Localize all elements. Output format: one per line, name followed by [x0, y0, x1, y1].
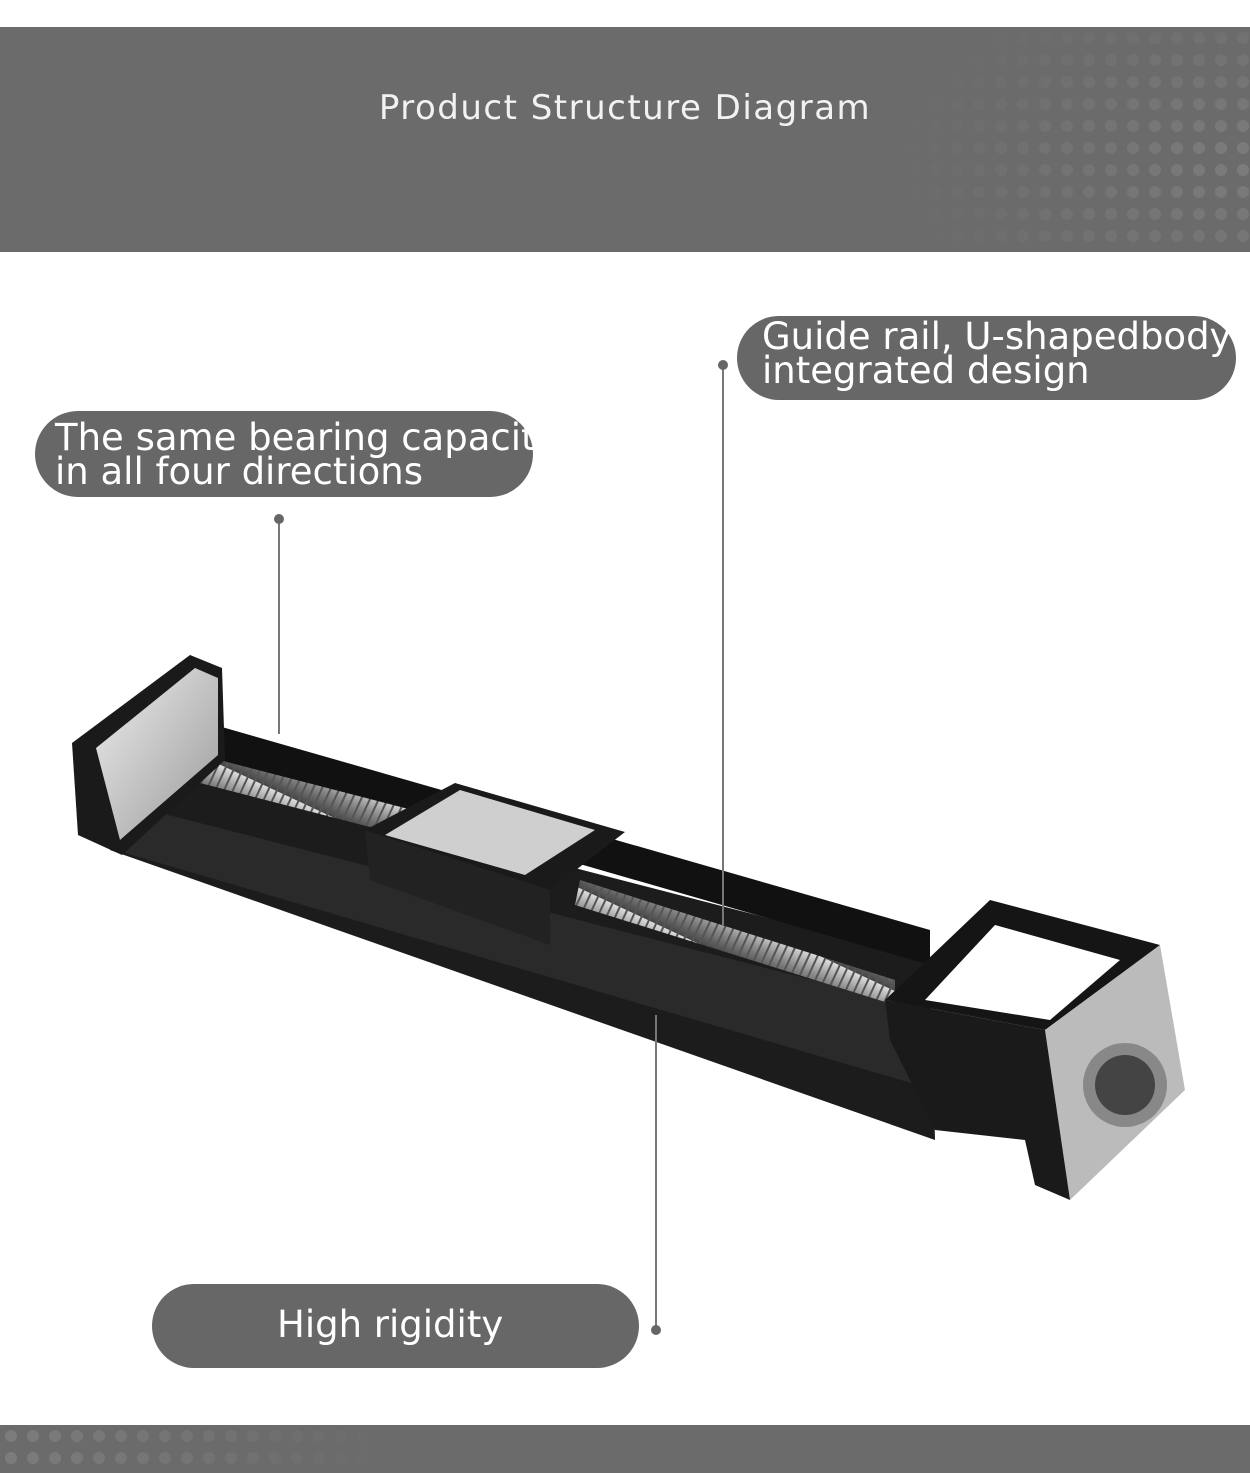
- dot-pattern-decoration: [0, 1425, 400, 1473]
- leader-dot-guide-rail: [718, 360, 728, 370]
- leader-dot-bearing: [274, 514, 284, 524]
- leader-dot-rigidity: [651, 1325, 661, 1335]
- footer-band: [0, 1425, 1250, 1473]
- callout-high-rigidity: High rigidity: [152, 1284, 639, 1368]
- header-band: Product Structure Diagram: [0, 27, 1250, 252]
- leader-line-rigidity: [655, 1015, 657, 1330]
- callout-guide-rail: Guide rail, U-shapedbody integrated desi…: [737, 316, 1236, 400]
- callout-text-line: High rigidity: [277, 1303, 504, 1346]
- page-title: Product Structure Diagram: [378, 88, 872, 128]
- leader-line-guide-rail: [722, 365, 724, 925]
- callout-text-line: The same bearing capacity: [55, 416, 558, 459]
- callout-text-line: Guide rail, U-shapedbody: [762, 315, 1232, 358]
- dot-pattern-decoration: [850, 27, 1250, 252]
- callout-text-line: in all four directions: [55, 450, 423, 493]
- callout-bearing-capacity: The same bearing capacity in all four di…: [35, 411, 558, 497]
- callout-text-line: integrated design: [762, 349, 1090, 392]
- leader-line-bearing: [278, 519, 280, 734]
